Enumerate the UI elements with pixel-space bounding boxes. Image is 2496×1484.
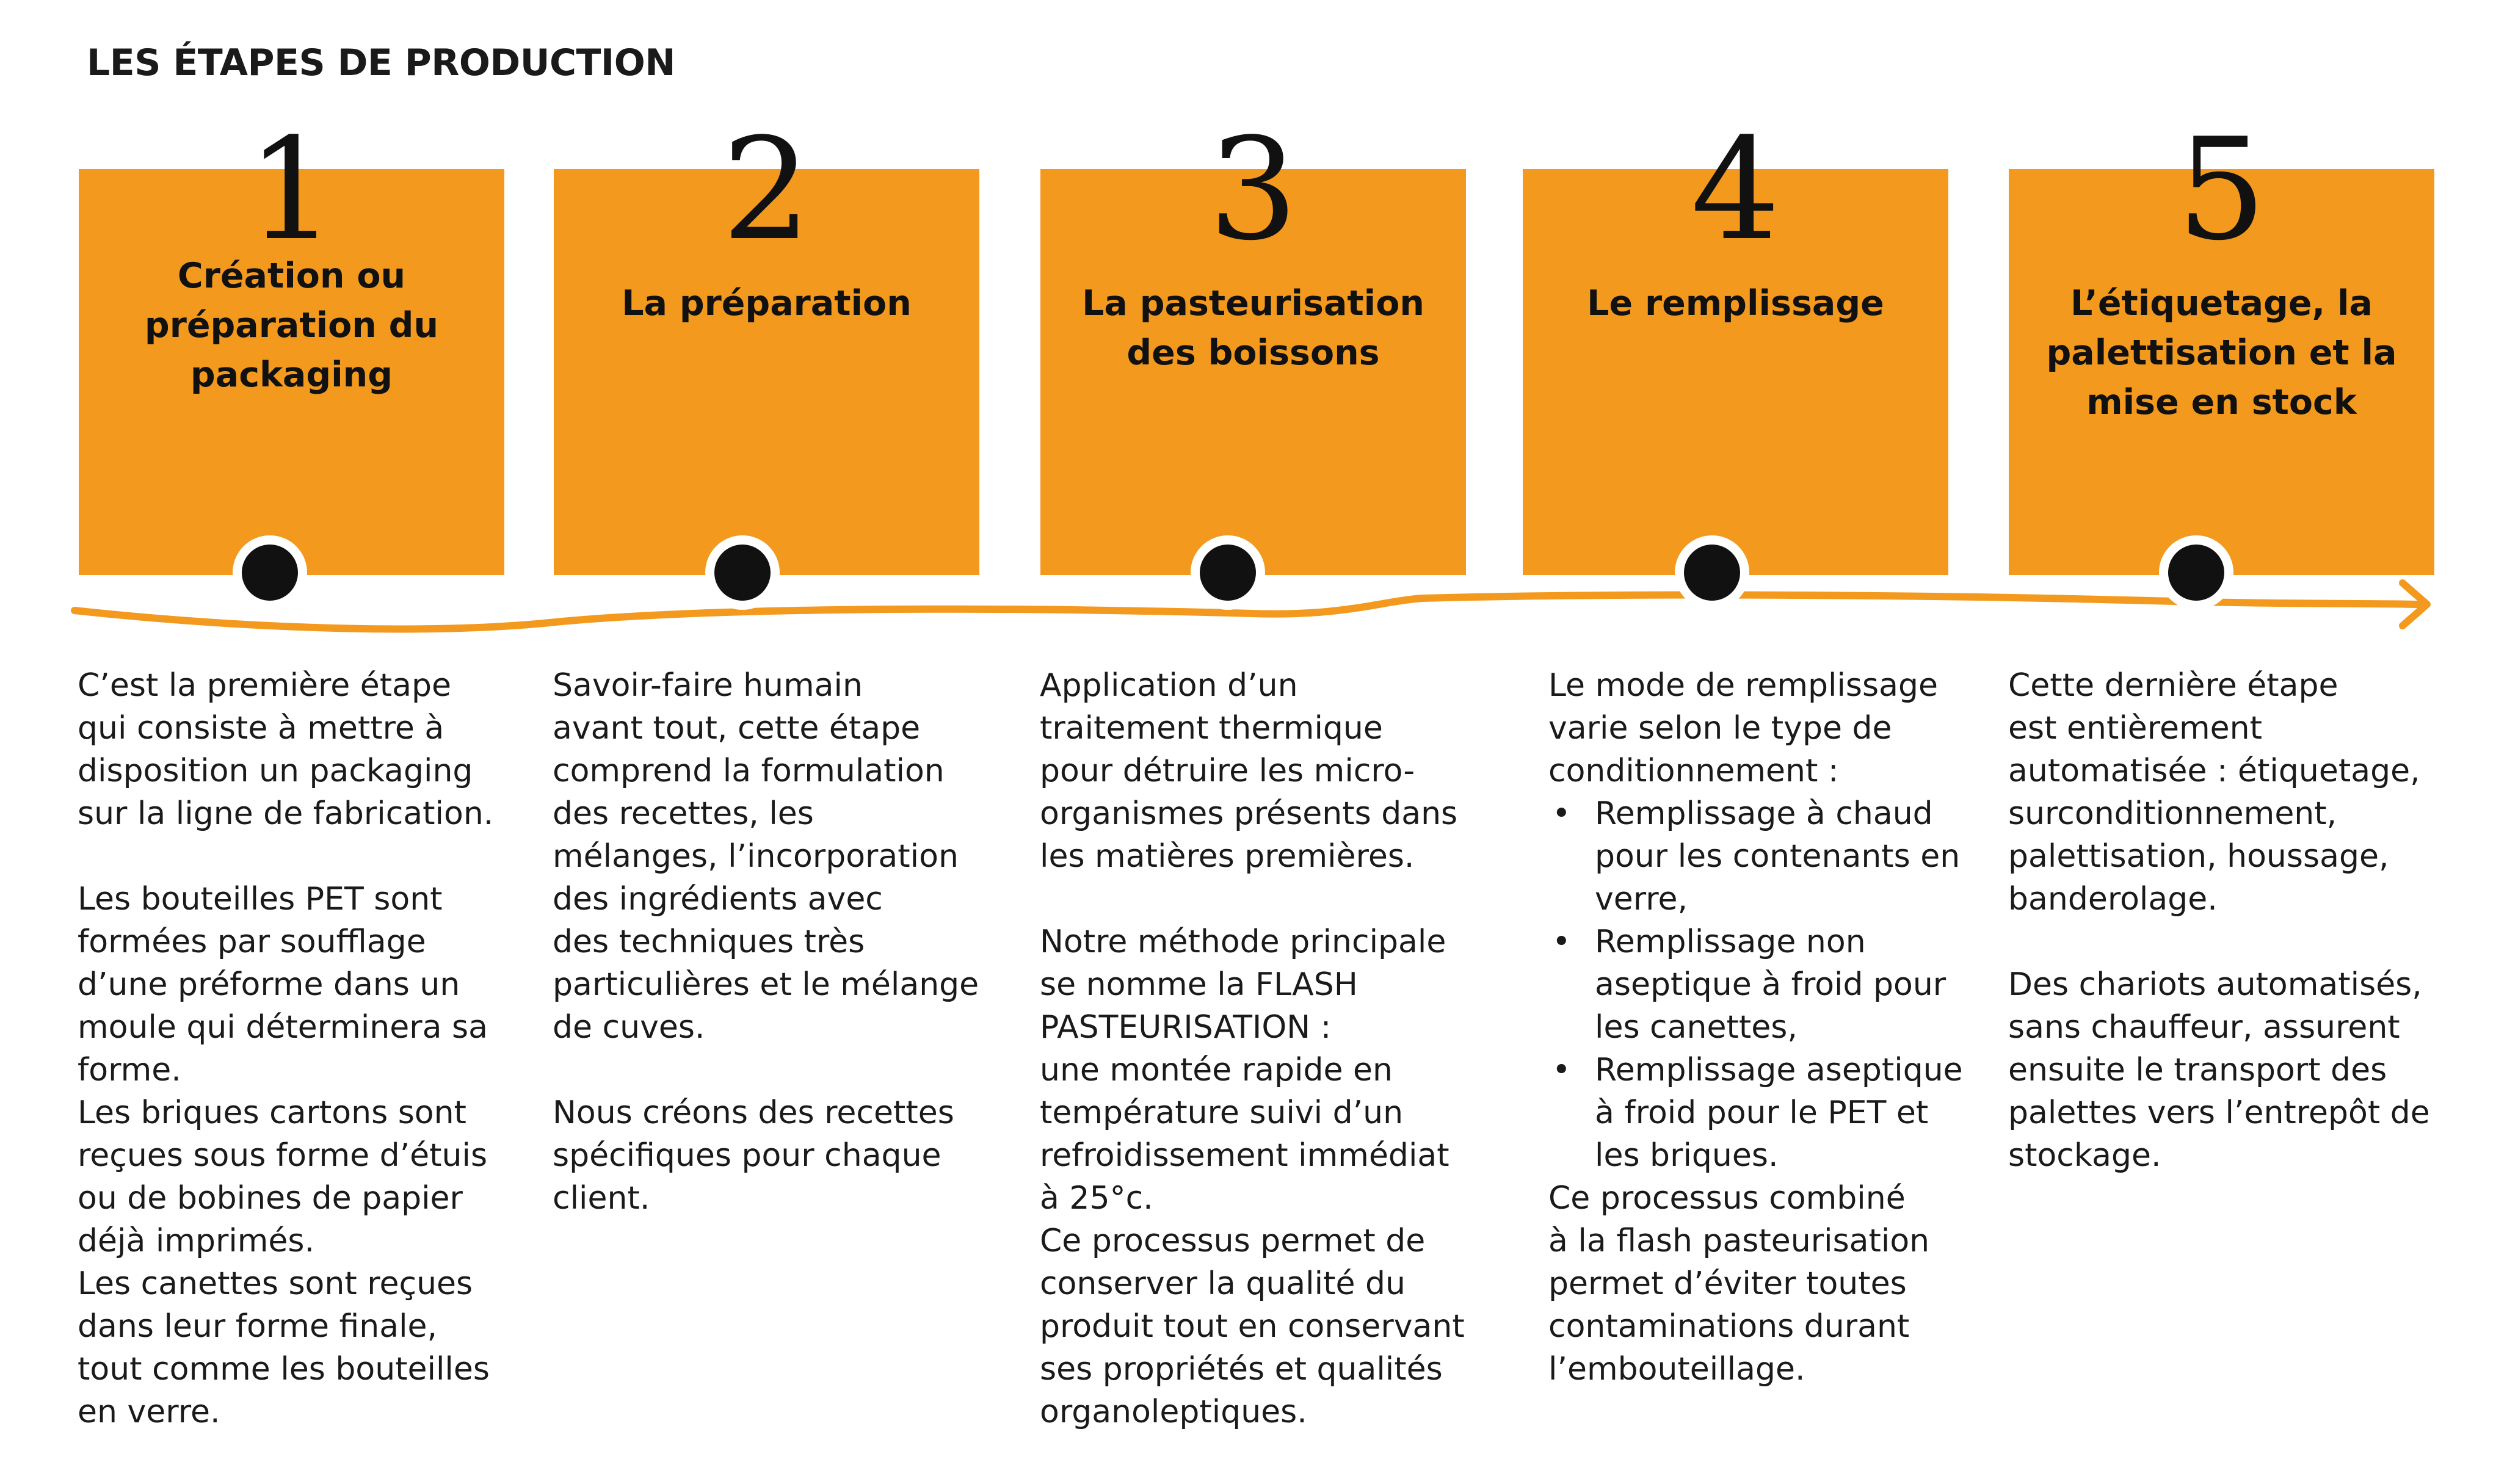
step-number-3: 3 bbox=[1208, 109, 1298, 272]
step-box-3: 3 La pasteurisation des boissons bbox=[1040, 120, 1466, 575]
step-1-paragraph: Les briques cartons sont reçues sous for… bbox=[78, 1095, 488, 1259]
step-5-paragraph bbox=[2008, 921, 2436, 963]
step-description-4: Le mode de remplissage varie selon le ty… bbox=[1548, 664, 1976, 1391]
step-2-paragraph: Savoir-faire humain avant tout, cette ét… bbox=[553, 667, 979, 1046]
step-1-paragraph: C’est la première étape qui consiste à m… bbox=[78, 667, 494, 832]
step-2-paragraph: Nous créons des recettes spécifiques pou… bbox=[553, 1095, 954, 1217]
step-description-3: Application d’un traitement thermique po… bbox=[1040, 664, 1467, 1433]
page-title: LES ÉTAPES DE PRODUCTION bbox=[87, 42, 675, 84]
step-number-2: 2 bbox=[722, 109, 811, 272]
timeline-node-5 bbox=[2159, 535, 2233, 610]
step-title-4: Le remplissage bbox=[1587, 283, 1884, 324]
step-box-2: 2 La préparation bbox=[554, 120, 979, 575]
step-description-5: Cette dernière étape est entièrement aut… bbox=[2008, 664, 2436, 1177]
step-5-paragraph: Cette dernière étape est entièrement aut… bbox=[2008, 667, 2420, 918]
step-number-4: 4 bbox=[1691, 109, 1780, 272]
step-box-4: 4 Le remplissage bbox=[1523, 120, 1948, 575]
step-4-bullet-list: Remplissage à chaud pour les contenants … bbox=[1548, 792, 1976, 1177]
step-3-paragraph: Ce processus permet de conserver la qual… bbox=[1040, 1223, 1465, 1430]
timeline-node-1 bbox=[233, 535, 307, 610]
list-item: Remplissage aseptique à froid pour le PE… bbox=[1552, 1049, 1976, 1177]
step-number-5: 5 bbox=[2177, 109, 2266, 272]
step-box-1: 1 Création ou préparation du packaging bbox=[79, 120, 504, 575]
step-2-paragraph bbox=[553, 1049, 980, 1091]
timeline-node-4 bbox=[1675, 535, 1749, 610]
step-description-2: Savoir-faire humain avant tout, cette ét… bbox=[553, 664, 980, 1220]
step-4-outro: Ce processus combiné à la flash pasteuri… bbox=[1548, 1180, 1930, 1388]
timeline-arrowhead bbox=[2399, 579, 2431, 629]
step-title-5: L’étiquetage, la palettisation et la mis… bbox=[2046, 283, 2397, 422]
step-number-1: 1 bbox=[247, 109, 336, 272]
timeline-arrow bbox=[71, 579, 2431, 633]
step-box-5: 5 L’étiquetage, la palettisation et la m… bbox=[2009, 120, 2434, 575]
timeline-node-3 bbox=[1191, 535, 1265, 610]
timeline-line bbox=[71, 591, 2422, 633]
step-title-3: La pasteurisation des boissons bbox=[1082, 283, 1424, 373]
step-title-1: Création ou préparation du packaging bbox=[144, 256, 439, 395]
list-item: Remplissage à chaud pour les contenants … bbox=[1552, 792, 1976, 921]
step-1-paragraph bbox=[78, 835, 505, 878]
step-3-paragraph bbox=[1040, 878, 1467, 921]
step-5-paragraph: Des chariots automatisés, sans chauffeur… bbox=[2008, 966, 2430, 1174]
step-3-paragraph: Application d’un traitement thermique po… bbox=[1040, 667, 1458, 875]
timeline-node-2 bbox=[705, 535, 780, 610]
step-4-intro: Le mode de remplissage varie selon le ty… bbox=[1548, 667, 1938, 789]
step-title-2: La préparation bbox=[622, 283, 912, 324]
step-1-paragraph: Les bouteilles PET sont formées par souf… bbox=[78, 881, 488, 1088]
step-3-paragraph: Notre méthode principale se nomme la FLA… bbox=[1040, 924, 1449, 1217]
step-description-1: C’est la première étape qui consiste à m… bbox=[78, 664, 505, 1433]
list-item: Remplissage non aseptique à froid pour l… bbox=[1552, 921, 1976, 1049]
step-1-paragraph: Les canettes sont reçues dans leur forme… bbox=[78, 1265, 490, 1430]
